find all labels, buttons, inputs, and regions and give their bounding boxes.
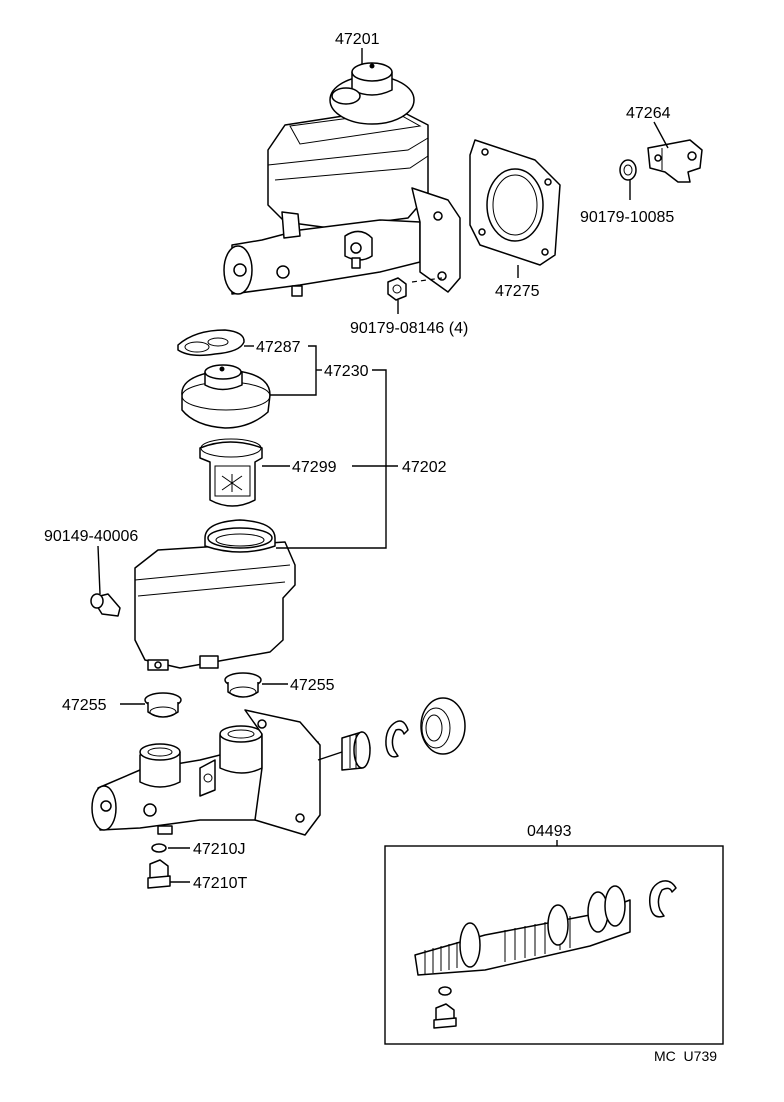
stop-bolt-part — [147, 859, 171, 889]
master-cylinder-assembly — [223, 62, 461, 297]
drawing-code: MC U739 — [654, 1048, 717, 1064]
label-grommet-left: 47255 — [62, 697, 107, 714]
label-bracket: 47264 — [626, 105, 671, 122]
grommet-right-part — [224, 672, 262, 698]
label-repair-kit: 04493 — [527, 823, 572, 840]
label-strainer: 47299 — [292, 459, 337, 476]
label-reservoir-set: 47202 — [402, 459, 447, 476]
snap-ring-part — [385, 720, 409, 758]
label-seal-washer: 47210J — [193, 841, 246, 858]
label-cap-gasket: 47287 — [256, 339, 301, 356]
piston-seal-part — [341, 731, 371, 771]
boot-part — [420, 697, 466, 755]
strainer-part — [199, 438, 263, 507]
mount-nut-part — [387, 277, 407, 301]
reservoir-pin-part — [90, 593, 121, 617]
label-reservoir-assy: 47201 — [335, 31, 380, 48]
cap-part — [181, 364, 271, 429]
bracket-part — [647, 139, 703, 183]
cylinder-body-part — [91, 709, 343, 836]
cap-gasket-part — [177, 329, 245, 357]
label-mount-nut: 90179-08146 (4) — [350, 320, 468, 337]
reservoir-part — [134, 519, 296, 671]
grommet-left-part — [144, 692, 182, 718]
part-labels: 47201 47264 90179-10085 47275 90179-0814… — [44, 31, 717, 1064]
label-grommet-right: 47255 — [290, 677, 335, 694]
gasket-part — [469, 139, 561, 266]
label-cap: 47230 — [324, 363, 369, 380]
repair-kit-box — [384, 840, 724, 1045]
label-reservoir-pin: 90149-40006 — [44, 528, 138, 545]
label-stop-bolt: 47210T — [193, 875, 247, 892]
bracket-nut-part — [619, 159, 637, 181]
leader-lines — [97, 48, 669, 883]
label-gasket: 47275 — [495, 283, 540, 300]
seal-washer-part — [151, 843, 167, 853]
label-bracket-nut: 90179-10085 — [580, 209, 674, 226]
